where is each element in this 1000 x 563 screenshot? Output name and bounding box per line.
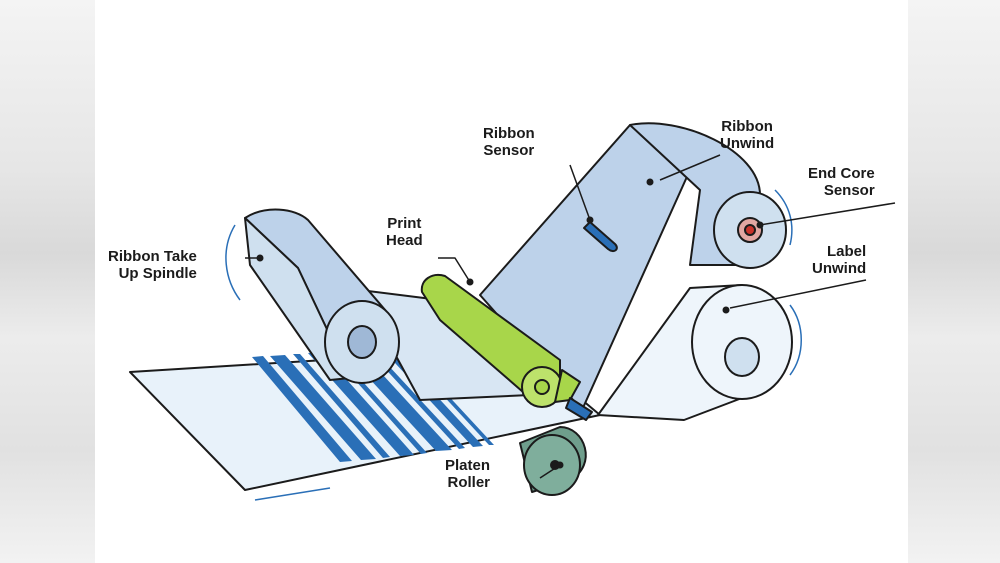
blurred-background-right — [908, 0, 1000, 563]
blurred-background-left — [0, 0, 95, 563]
leader-dots — [256, 178, 764, 469]
platen-roller — [519, 426, 587, 496]
ribbon-take-up-spindle — [244, 208, 400, 384]
label-ribbon-unwind: Ribbon Unwind — [720, 118, 775, 152]
motion-arrows — [225, 189, 802, 501]
label-unwind-roll — [597, 284, 793, 421]
label-label-unwind: Label Unwind — [812, 243, 867, 277]
print-head — [420, 274, 593, 421]
label-platen-roller: Platen Roller — [445, 457, 491, 491]
ribbon-sensor — [583, 221, 618, 253]
label-ribbon-take-up-spindle: Ribbon Take Up Spindle — [108, 248, 197, 282]
label-print-head: Print Head — [386, 215, 423, 249]
label-ribbon-sensor: Ribbon Sensor — [483, 125, 535, 159]
leader-lines — [245, 154, 896, 479]
label-end-core-sensor: End Core Sensor — [808, 165, 875, 199]
